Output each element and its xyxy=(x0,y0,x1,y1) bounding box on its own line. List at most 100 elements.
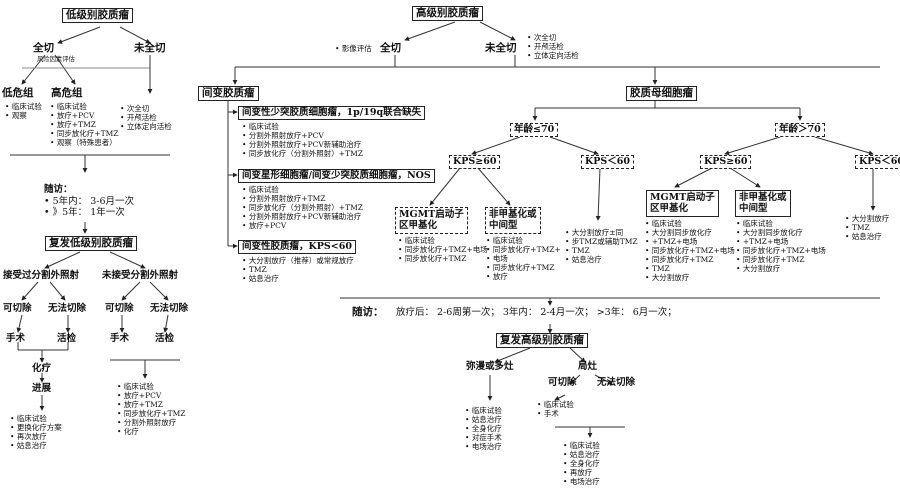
biopsy-b: 活检 xyxy=(155,333,175,344)
list-item: 大分割放疗 xyxy=(845,214,890,223)
list-item: 姑息治疗 xyxy=(465,415,502,424)
anaplastic-glioma-box: 间变胶质瘤 xyxy=(198,86,259,101)
unresectable-b: 无法切除 xyxy=(150,303,189,314)
list-item: 大分割同步放化疗 xyxy=(645,228,735,237)
list-item: 大分割同步放化疗 xyxy=(736,228,826,237)
aa-nos-box: 间变星形细胞瘤/间变少突胶质细胞瘤，NOS xyxy=(238,169,435,183)
list-item: 手术 xyxy=(537,409,574,418)
list-item: 对症手术 xyxy=(465,433,502,442)
list-item: 同步放化疗+TMZ xyxy=(50,129,119,138)
right-unresectable-label: 无法切除 xyxy=(597,377,636,388)
list-item: 再次放疗 xyxy=(10,432,62,441)
list-item: 次全切 xyxy=(120,104,172,113)
age-gt70-box: 年龄＞70 xyxy=(775,123,825,137)
list-item: 同步放化疗+TMZ+电场 xyxy=(736,246,826,255)
right-subtotal-label: 未全切 xyxy=(485,42,517,54)
list-item: 立体定向活检 xyxy=(120,122,172,131)
list-item: 同步放化疗+TMZ xyxy=(645,255,735,264)
list-item: 电场 xyxy=(486,254,561,263)
list-item: 分割外照射放疗+PCV新辅助治疗 xyxy=(242,212,363,221)
kps-lt60-a-box: KPS＜60 xyxy=(581,155,634,169)
progress-list: 临床试验更换化疗方案再次放疗姑息治疗 xyxy=(10,414,62,450)
list-item: 临床试验 xyxy=(645,219,735,228)
diffuse-label: 弥漫或多灶 xyxy=(466,361,514,372)
unresectable-a: 无法切除 xyxy=(48,303,87,314)
mgmt-a-list: 临床试验同步放化疗+TMZ+电场同步放化疗+TMZ xyxy=(398,236,488,263)
list-item: 步TMZ或辅助TMZ xyxy=(565,237,638,246)
list-item: 开颅活检 xyxy=(120,113,172,122)
surgery-b: 手术 xyxy=(110,333,130,344)
list-item: 开颅活检 xyxy=(527,42,579,51)
list-item: 临床试验 xyxy=(736,219,826,228)
low-risk-label: 低危组 xyxy=(2,87,34,99)
ao-codeleted-box: 间变性少突胶质细胞瘤，1p/19q联合缺失 xyxy=(238,106,426,120)
list-item: 同步放化疗（分割外照射）+TMZ xyxy=(242,203,363,212)
list-item: TMZ xyxy=(242,265,354,274)
left-gross-total-label: 全切 xyxy=(33,42,54,54)
list-item: 放疗+PCV xyxy=(117,391,186,400)
ag-list: 大分割放疗（推荐）或常规放疗TMZ姑息治疗 xyxy=(242,256,354,283)
right-followup-label: 随访： xyxy=(352,306,384,318)
list-item: 同步放化疗+TMZ xyxy=(398,254,488,263)
list-item: 临床试验 xyxy=(537,400,574,409)
ao-list: 临床试验分割外照射放疗+PCV分割外照射放疗+PCV新辅助治疗同步放化疗（分割外… xyxy=(242,122,363,158)
resectable-a: 可切除 xyxy=(3,303,32,314)
right-gross-total-label: 全切 xyxy=(380,42,401,54)
list-item: 影像评估 xyxy=(335,44,372,53)
left-followup-label: 随访： xyxy=(44,184,73,195)
left-subtotal-label: 未全切 xyxy=(134,42,166,54)
kps-ge60-a-box: KPS≥60 xyxy=(449,155,501,169)
list-item: TMZ xyxy=(845,223,889,232)
glioblastoma-box: 胶质母细胞瘤 xyxy=(626,86,697,101)
list-item: 同步放化疗+TMZ+ xyxy=(486,245,561,254)
left-subtotal-list: 次全切开颅活检立体定向活检 xyxy=(120,104,172,131)
left-followup-list: 5年内： 3-6月一次》5年： 1年一次 xyxy=(44,196,134,219)
mgmt-b-list: 临床试验大分割同步放化疗+TMZ+电场同步放化疗+TMZ+电场同步放化疗+TMZ… xyxy=(645,219,735,282)
high-grade-glioma-root: 高级别胶质瘤 xyxy=(412,6,483,21)
no-prior-rt-label: 未接受分割外照射 xyxy=(102,270,179,281)
prior-rt-label: 接受过分割外照射 xyxy=(3,270,80,281)
list-item: 更换化疗方案 xyxy=(10,423,62,432)
mgmt-methylated-b-box: MGMT启动子区甲基化 xyxy=(646,190,719,217)
list-item: 放疗+TMZ xyxy=(50,120,119,129)
diffuse-list: 临床试验姑息治疗全身化疗对症手术电场治疗 xyxy=(465,406,502,451)
high-risk-label: 高危组 xyxy=(51,87,83,99)
resectable-b: 可切除 xyxy=(105,303,134,314)
list-item: 立体定向活检 xyxy=(527,51,579,60)
resectable-list: 临床试验手术 xyxy=(537,400,574,418)
list-item: 临床试验 xyxy=(563,441,600,450)
list-item: 临床试验 xyxy=(242,122,363,131)
list-item: 5年内： 3-6月一次 xyxy=(44,196,134,207)
list-item: 大分割放疗 xyxy=(645,273,735,282)
list-item: 大分割放疗±同 xyxy=(565,228,638,237)
high-grade-recurrence: 复发高级别胶质瘤 xyxy=(496,333,588,348)
list-item: 同步放化疗（分割外照射）+TMZ xyxy=(242,149,363,158)
list-item: 大分割放疗（推荐）或常规放疗 xyxy=(242,256,354,265)
local-label: 局灶 xyxy=(578,361,598,372)
list-item: 观察（特殊患者） xyxy=(50,138,119,147)
list-item: 同步放化疗+TMZ xyxy=(117,409,186,418)
unmethylated-b-box: 非甲基化或中间型 xyxy=(735,190,791,217)
list-item: 全身化疗 xyxy=(465,424,502,433)
ag-kps-box: 间变性胶质瘤，KPS<60 xyxy=(238,240,356,254)
right-resectable-label: 可切除 xyxy=(548,377,577,388)
list-item: 再放疗 xyxy=(563,468,600,477)
list-item: 临床试验 xyxy=(5,102,42,111)
list-item: 次全切 xyxy=(527,33,579,42)
list-item: 临床试验 xyxy=(242,185,363,194)
list-item: 姑息治疗 xyxy=(10,441,62,450)
list-item: 化疗 xyxy=(117,427,186,436)
list-item: 分割外照射放疗 xyxy=(117,418,186,427)
list-item: 临床试验 xyxy=(117,382,186,391)
kps-lt60-b-box: KPS＜60 xyxy=(855,155,900,169)
list-item: 分割外照射放疗+TMZ xyxy=(242,194,363,203)
low-grade-recurrence: 复发低级别胶质瘤 xyxy=(45,236,137,251)
kps-ge60-b-box: KPS≥60 xyxy=(700,155,752,169)
list-item: 临床试验 xyxy=(465,406,502,415)
list-item: 临床试验 xyxy=(10,414,62,423)
unmeth-b-list: 临床试验大分割同步放化疗+TMZ+电场同步放化疗+TMZ+电场同步放化疗+TMZ… xyxy=(736,219,826,273)
right-followup-text: 放疗后： 2-6周第一次； 3年内： 2-4月一次； >3年： 6月一次； xyxy=(396,307,677,318)
list-item: 电场治疗 xyxy=(563,477,600,486)
aa-list: 临床试验分割外照射放疗+TMZ同步放化疗（分割外照射）+TMZ分割外照射放疗+P… xyxy=(242,185,363,230)
